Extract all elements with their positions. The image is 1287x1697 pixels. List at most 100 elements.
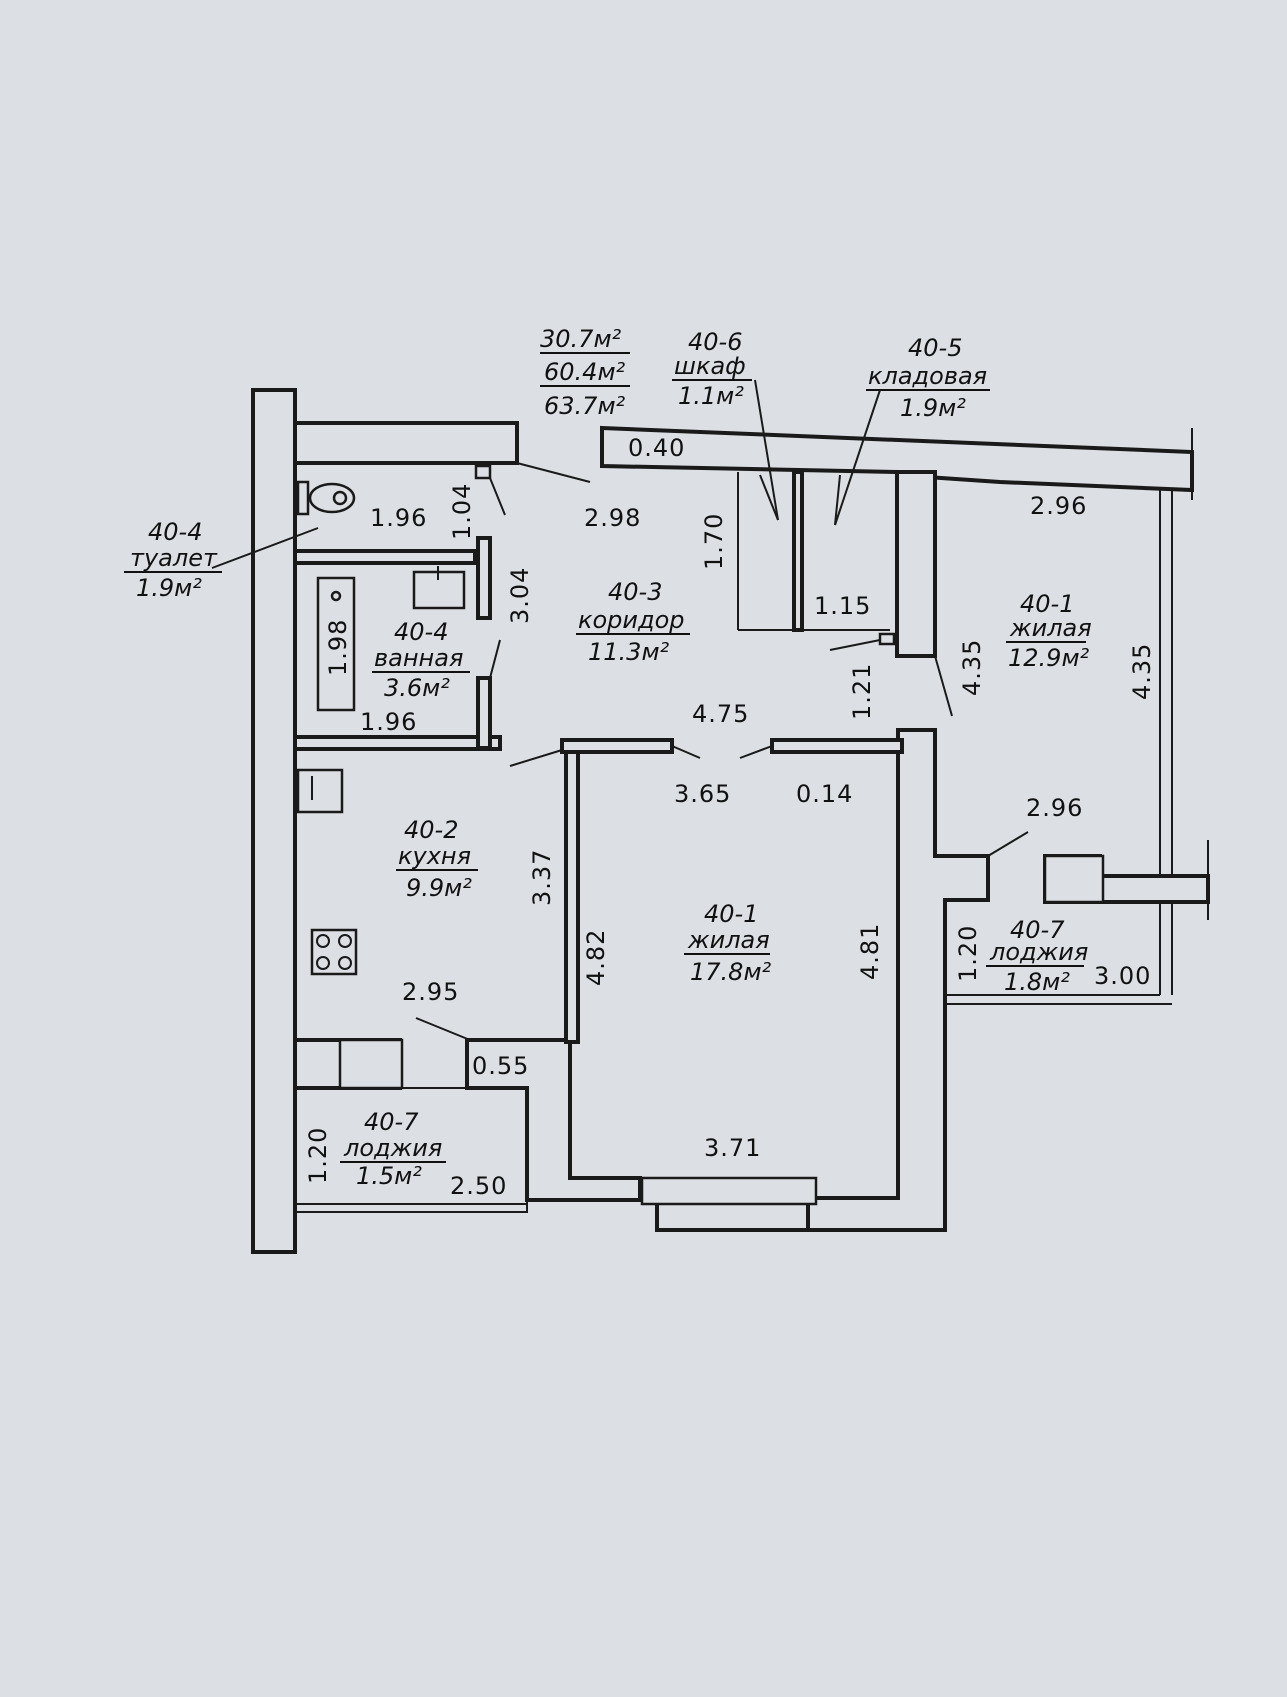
dim-4-75: 4.75 xyxy=(692,700,749,728)
toilet-seat-circle xyxy=(332,490,348,506)
wall-corridor-living-2 xyxy=(770,738,904,754)
room-code-storage: 40-5 xyxy=(908,334,962,362)
door-swing-living-1 xyxy=(671,745,701,759)
dim-0-14: 0.14 xyxy=(796,780,853,808)
wall-bath-bottom xyxy=(293,735,502,751)
room-name-toilet: туалет xyxy=(130,544,218,572)
wall-kitchen-living xyxy=(564,748,580,1044)
room-name-living-small: жилая xyxy=(1009,614,1092,642)
leader-storage xyxy=(834,389,881,526)
wall-living-small-left xyxy=(895,470,937,658)
dim-3-71: 3.71 xyxy=(704,1134,761,1162)
door-swing-loggia-right xyxy=(987,831,1029,857)
room-name-loggia-right: лоджия xyxy=(989,938,1088,966)
room-name-kitchen: кухня xyxy=(398,842,471,870)
room-name-closet: шкаф xyxy=(674,352,746,380)
room-area-living-small: 12.9м² xyxy=(1008,644,1090,672)
room-area-corridor: 11.3м² xyxy=(588,638,670,666)
leader-closet xyxy=(754,379,779,521)
storage-door-stop xyxy=(878,632,896,646)
room-code-closet: 40-6 xyxy=(688,328,742,356)
dim-4-82: 4.82 xyxy=(582,929,610,986)
room-code-loggia-right: 40-7 xyxy=(1010,916,1065,944)
bathtub-drain xyxy=(330,590,342,602)
total-area-2: 60.4м² xyxy=(544,358,626,386)
wall-toilet-bath xyxy=(293,549,477,565)
room-code-corridor: 40-3 xyxy=(608,578,662,606)
dim-4-35-left: 4.35 xyxy=(958,639,986,696)
leader-toilet xyxy=(211,527,319,569)
toilet-door-stop xyxy=(474,464,492,480)
wall-top-left xyxy=(293,421,519,465)
room-name-corridor: коридор xyxy=(578,606,685,634)
door-swing-storage xyxy=(834,474,841,526)
stove-burner-2 xyxy=(338,934,352,948)
area-totals: 30.7м² 60.4м² 63.7м² xyxy=(540,325,630,420)
stove-burner-4 xyxy=(338,956,352,970)
room-area-kitchen: 9.9м² xyxy=(406,874,472,902)
kitchen-sink xyxy=(296,768,344,814)
dim-4-81: 4.81 xyxy=(856,923,884,980)
door-lines xyxy=(211,379,1029,1041)
dim-1-15: 1.15 xyxy=(814,592,871,620)
dim-1-96-top: 1.96 xyxy=(370,504,427,532)
kitchen-counter xyxy=(338,1038,404,1090)
wall-bath-right-upper xyxy=(476,536,492,620)
dim-3-65: 3.65 xyxy=(674,780,731,808)
dimension-labels: 0.40 1.96 1.04 2.98 1.70 2.96 3.04 1.98 … xyxy=(304,434,1156,1200)
door-swing-kitchen xyxy=(509,749,563,767)
total-area-1: 30.7м² xyxy=(540,325,622,353)
room-area-loggia-right: 1.8м² xyxy=(1004,968,1070,996)
dim-3-37: 3.37 xyxy=(528,849,556,906)
wall-closet-storage xyxy=(792,470,804,632)
wall-bath-right xyxy=(476,676,492,750)
room-area-loggia-left: 1.5м² xyxy=(356,1162,422,1190)
room-area-closet: 1.1м² xyxy=(678,382,744,410)
dim-1-98: 1.98 xyxy=(324,619,352,676)
room-code-kitchen: 40-2 xyxy=(404,816,458,844)
room-area-bath: 3.6м² xyxy=(384,674,450,702)
window-bottom xyxy=(640,1176,818,1206)
door-swing-corridor-storage xyxy=(829,639,881,651)
dim-2-50: 2.50 xyxy=(450,1172,507,1200)
dim-2-96-top: 2.96 xyxy=(1030,492,1087,520)
room-labels: 40-6 шкаф 1.1м² 40-5 кладовая 1.9м² 40-4… xyxy=(124,328,1092,1190)
stove-burner-1 xyxy=(316,934,330,948)
room-area-toilet: 1.9м² xyxy=(136,574,202,602)
door-swing-top xyxy=(516,462,591,483)
dim-1-96-bot: 1.96 xyxy=(360,708,417,736)
room-code-bath: 40-4 xyxy=(394,618,448,646)
door-swing-toilet xyxy=(489,477,506,516)
room-name-storage: кладовая xyxy=(868,362,987,390)
toilet-tank xyxy=(296,480,310,516)
room-code-loggia-left: 40-7 xyxy=(364,1108,419,1136)
toilet-bowl xyxy=(308,482,356,514)
wall-living-big-right xyxy=(806,728,990,1232)
door-swing-bath xyxy=(489,639,501,679)
loggia-right-box xyxy=(1043,854,1105,904)
loggia-left-outline xyxy=(294,1087,528,1213)
stove-burner-3 xyxy=(316,956,330,970)
dim-1-20-left: 1.20 xyxy=(304,1127,332,1184)
dim-1-21: 1.21 xyxy=(848,663,876,720)
dim-2-98: 2.98 xyxy=(584,504,641,532)
dim-0-40: 0.40 xyxy=(628,434,685,462)
wall-corridor-living-1 xyxy=(560,738,674,754)
door-swing-living-2 xyxy=(739,745,773,759)
dim-2-96-mid: 2.96 xyxy=(1026,794,1083,822)
room-area-storage: 1.9м² xyxy=(900,394,966,422)
room-area-living-big: 17.8м² xyxy=(690,958,772,986)
door-swing-closet xyxy=(759,474,779,521)
total-area-3: 63.7м² xyxy=(544,392,626,420)
dim-3-00: 3.00 xyxy=(1094,962,1151,990)
room-code-living-big: 40-1 xyxy=(704,900,758,928)
door-swing-living-small xyxy=(934,655,953,717)
room-name-living-big: жилая xyxy=(687,926,770,954)
dim-4-35-right: 4.35 xyxy=(1128,643,1156,700)
room-code-toilet: 40-4 xyxy=(148,518,202,546)
dim-1-04: 1.04 xyxy=(448,483,476,540)
dim-0-55: 0.55 xyxy=(472,1052,529,1080)
wall-left-outer xyxy=(251,388,297,1254)
fixtures xyxy=(296,480,1105,1090)
